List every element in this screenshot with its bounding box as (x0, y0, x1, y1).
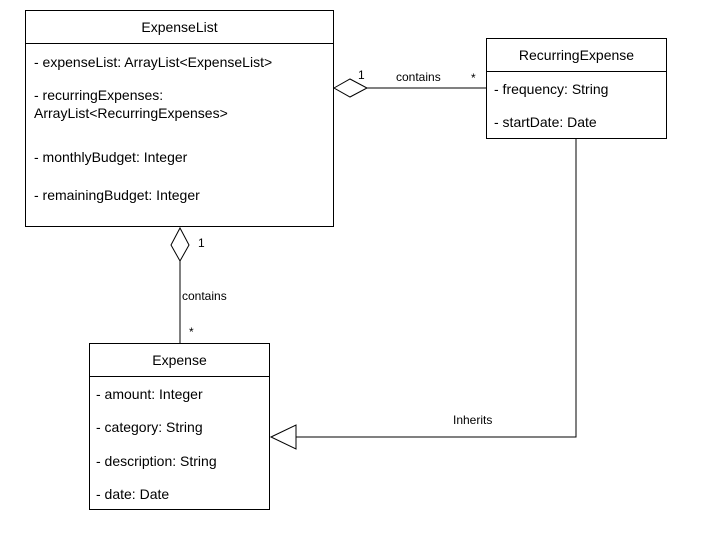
inheritance-label: Inherits (453, 413, 493, 427)
class-expenselist[interactable]: ExpenseList - expenseList: ArrayList<Exp… (25, 10, 334, 227)
attribute-recurringexpenses: - recurringExpenses: (34, 87, 164, 103)
attribute-category: - category: String (96, 419, 203, 435)
inheritance-arrowhead-icon (269, 424, 297, 450)
class-name: RecurringExpense (487, 39, 666, 72)
multiplicity-target-recurring: * (471, 71, 476, 85)
inheritance-line (296, 139, 577, 438)
aggregation-diamond-expense-icon (170, 226, 190, 263)
association-label-recurring: contains (396, 70, 441, 84)
aggregation-diamond-recurring-icon (332, 78, 369, 98)
attribute-startdate: - startDate: Date (494, 114, 597, 130)
attribute-remainingbudget: - remainingBudget: Integer (34, 187, 200, 203)
attribute-date: - date: Date (96, 486, 170, 502)
class-recurringexpense[interactable]: RecurringExpense - frequency: String - s… (486, 38, 667, 139)
class-name: Expense (90, 344, 269, 377)
attribute-frequency: - frequency: String (494, 81, 609, 97)
multiplicity-source-expense: 1 (198, 236, 205, 250)
attribute-expenselist: - expenseList: ArrayList<ExpenseList> (34, 54, 273, 70)
multiplicity-source-recurring: 1 (358, 68, 365, 82)
association-label-expense: contains (182, 289, 227, 303)
attribute-recurringexpenses-type: ArrayList<RecurringExpenses> (34, 105, 228, 121)
attribute-monthlybudget: - monthlyBudget: Integer (34, 149, 188, 165)
attribute-amount: - amount: Integer (96, 386, 203, 402)
class-expense[interactable]: Expense - amount: Integer - category: St… (89, 343, 270, 510)
class-name: ExpenseList (26, 11, 333, 44)
multiplicity-target-expense: * (189, 325, 194, 339)
attribute-description: - description: String (96, 453, 217, 469)
